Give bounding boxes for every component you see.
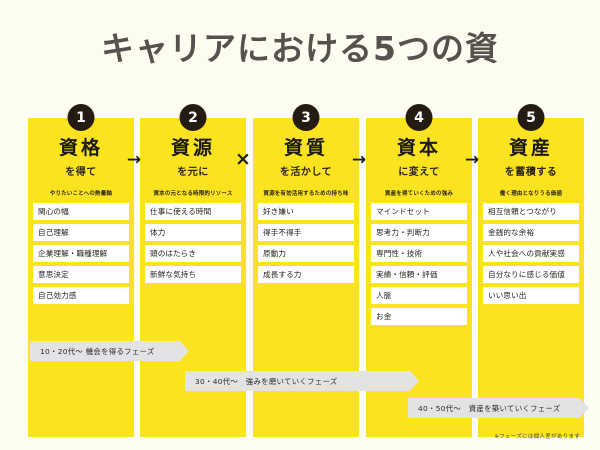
list-item[interactable]: 自己理解 [33, 223, 129, 241]
list-item[interactable]: 金銭的な余裕 [483, 223, 579, 241]
column-5-subtitle: を蓄積する [504, 166, 558, 178]
list-item[interactable]: 体力 [145, 223, 241, 241]
column-3-head: 資質 を活かして [253, 118, 359, 178]
multiply-icon: × [235, 148, 251, 170]
list-item[interactable]: 仕事に使える時間 [145, 202, 241, 220]
column-3-note: 資源を有効活用するための持ち味 [263, 190, 349, 197]
list-item[interactable]: お金 [371, 307, 467, 325]
list-item[interactable]: 意思決定 [33, 265, 129, 283]
list-item[interactable]: 自分なりに感じる価値 [483, 265, 579, 283]
column-3-items: 好き嫌い 得手不得手 原動力 成長する力 [253, 202, 359, 283]
column-3-badge: 3 [292, 104, 320, 131]
column-3-title: 資質 [283, 137, 328, 159]
phase-banner-2: 30・40代〜 強みを磨いていくフェーズ [185, 371, 419, 391]
arrow-right-icon: → [351, 150, 367, 170]
column-1-badge: 1 [67, 104, 95, 131]
column-5-badge: 5 [517, 104, 545, 131]
column-1-title: 資格 [58, 137, 103, 159]
list-item[interactable]: 頭のはたらき [145, 244, 241, 262]
list-item[interactable]: いい思い出 [483, 286, 579, 304]
column-4-note: 資産を得ていくための強み [384, 190, 454, 197]
column-1-head: 資格 を得て [28, 118, 134, 178]
column-1[interactable]: 1 資格 を得て やりたいことへの熱量軸 関心の幅 自己理解 企業理解・職種理解… [28, 104, 134, 437]
list-item[interactable]: 専門性・技術 [371, 244, 467, 262]
column-5-head: 資産 を蓄積する [478, 118, 584, 178]
list-item[interactable]: 成長する力 [258, 265, 354, 283]
list-item[interactable]: 人や社会への貢献実感 [483, 244, 579, 262]
list-item[interactable]: 人脈 [371, 286, 467, 304]
list-item[interactable]: 企業理解・職種理解 [33, 244, 129, 262]
column-1-subtitle: を得て [65, 166, 97, 178]
list-item[interactable]: 自己効力感 [33, 286, 129, 304]
arrow-right-icon: → [126, 150, 142, 170]
column-2-badge: 2 [179, 104, 207, 131]
column-2-head: 資源 を元に [140, 118, 246, 178]
list-item[interactable]: 原動力 [258, 244, 354, 262]
arrow-right-icon: → [464, 150, 480, 170]
column-5[interactable]: 5 資産 を蓄積する 働く理由となりうる価値 相互信頼とつながり 金銭的な余裕 … [478, 104, 584, 437]
column-4[interactable]: 4 資本 に変えて 資産を得ていくための強み マインドセット 思考力・判断力 専… [366, 104, 472, 437]
column-4-badge: 4 [405, 104, 433, 131]
page-title: キャリアにおける5つの資 [101, 29, 499, 68]
column-2-items: 仕事に使える時間 体力 頭のはたらき 新鮮な気持ち [140, 202, 246, 283]
list-item[interactable]: 新鮮な気持ち [145, 265, 241, 283]
column-5-items: 相互信頼とつながり 金銭的な余裕 人や社会への貢献実感 自分なりに感じる価値 い… [478, 202, 584, 304]
phase-banner-1: 10・20代〜 機会を得るフェーズ [30, 341, 189, 361]
list-item[interactable]: マインドセット [371, 202, 467, 220]
list-item[interactable]: 相互信頼とつながり [483, 202, 579, 220]
list-item[interactable]: 得手不得手 [258, 223, 354, 241]
column-4-subtitle: に変えて [398, 166, 440, 178]
list-item[interactable]: 関心の幅 [33, 202, 129, 220]
column-1-items: 関心の幅 自己理解 企業理解・職種理解 意思決定 自己効力感 [28, 202, 134, 304]
column-2-note: 資本の元となる時限的リソース [153, 190, 233, 197]
column-2-title: 資源 [170, 137, 215, 159]
column-5-title: 資産 [508, 137, 553, 159]
footnote: ※フェーズには個人差があります [494, 434, 580, 440]
list-item[interactable]: 実績・信頼・評価 [371, 265, 467, 283]
phase-banner-3: 40・50代〜 資産を築いていくフェーズ [408, 398, 589, 418]
column-4-items: マインドセット 思考力・判断力 専門性・技術 実績・信頼・評価 人脈 お金 [366, 202, 472, 325]
column-4-title: 資本 [396, 137, 441, 159]
column-1-note: やりたいことへの熱量軸 [49, 190, 113, 197]
list-item[interactable]: 好き嫌い [258, 202, 354, 220]
list-item[interactable]: 思考力・判断力 [371, 223, 467, 241]
column-4-head: 資本 に変えて [366, 118, 472, 178]
column-5-note: 働く理由となりうる価値 [499, 190, 563, 197]
column-2-subtitle: を元に [177, 166, 209, 178]
column-3-subtitle: を活かして [279, 166, 333, 178]
